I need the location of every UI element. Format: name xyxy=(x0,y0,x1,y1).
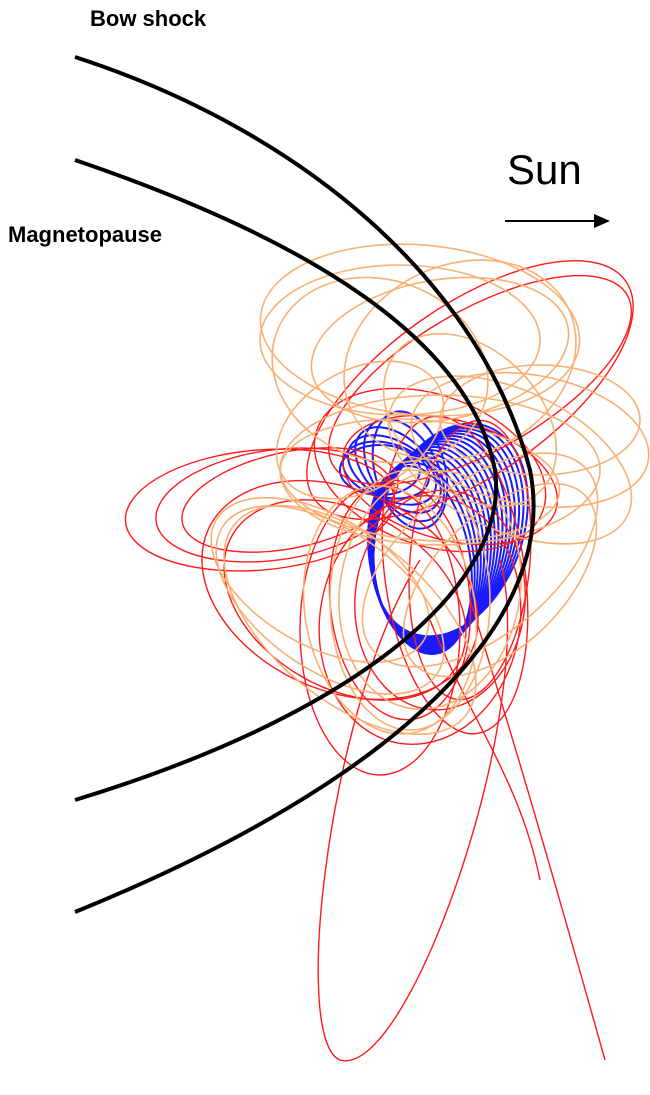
orange-orbit xyxy=(439,364,641,476)
red-orbit xyxy=(354,489,526,711)
magnetopause-curve xyxy=(74,158,499,802)
red-orbits xyxy=(124,259,634,1062)
red-orbit xyxy=(341,414,559,546)
bow-shock-label: Bow shock xyxy=(90,6,207,31)
sun-direction-arrow xyxy=(505,214,610,228)
orange-orbit xyxy=(210,496,430,664)
right-arrow-icon xyxy=(594,214,610,228)
orange-orbit xyxy=(223,504,477,736)
red-trajectory xyxy=(317,559,509,1062)
orange-orbit xyxy=(271,276,489,464)
red-trajectory xyxy=(469,599,606,1061)
red-trajectory xyxy=(429,619,541,881)
red-orbit xyxy=(328,479,472,721)
orange-orbit xyxy=(402,482,598,678)
orange-orbit xyxy=(275,360,445,500)
orange-orbits xyxy=(210,243,650,736)
blue-orbit xyxy=(354,426,442,514)
orange-orbit xyxy=(329,469,491,731)
red-orbit xyxy=(124,448,396,572)
orange-orbit xyxy=(361,452,599,668)
red-orbit xyxy=(313,387,547,553)
red-orbit xyxy=(327,274,633,486)
orange-orbit xyxy=(259,264,541,416)
orange-orbit xyxy=(382,332,558,508)
magnetopause-label: Magnetopause xyxy=(8,222,163,247)
bow-shock-curve xyxy=(74,55,536,914)
orange-orbit xyxy=(215,505,445,695)
orange-orbit xyxy=(302,485,478,735)
sun-label: Sun xyxy=(507,146,582,193)
orange-orbit xyxy=(279,418,561,542)
orange-orbit xyxy=(338,469,522,711)
